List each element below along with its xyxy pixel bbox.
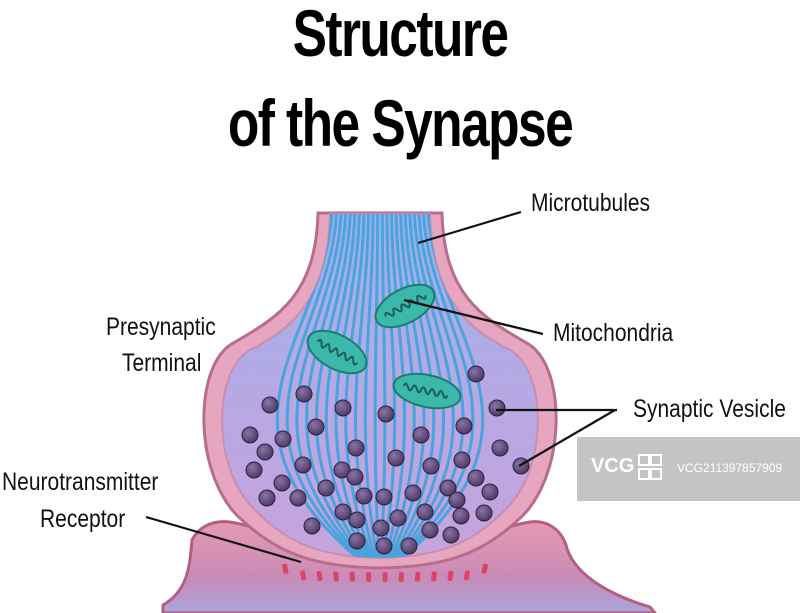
mitochondrion xyxy=(374,283,436,329)
synaptic-vesicle xyxy=(347,439,365,457)
synaptic-vesicle xyxy=(377,405,395,423)
synaptic-vesicle xyxy=(375,537,393,555)
watermark-id: VCG211397857909 xyxy=(677,461,783,475)
synaptic-vesicle xyxy=(348,511,366,529)
synaptic-vesicle xyxy=(346,468,364,486)
label-receptor-2: Receptor xyxy=(40,505,126,533)
microtubule xyxy=(381,214,397,558)
synaptic-vesicle xyxy=(245,461,263,479)
receptor xyxy=(447,570,454,581)
leader-receptor xyxy=(145,515,302,564)
mitochondrion xyxy=(306,329,368,375)
microtubule xyxy=(314,214,369,558)
receptor xyxy=(431,571,437,582)
synaptic-vesicles xyxy=(241,365,530,555)
presynaptic-terminal xyxy=(202,211,558,570)
synaptic-vesicle xyxy=(452,507,470,525)
synaptic-vesicle xyxy=(467,469,485,487)
receptor xyxy=(333,571,339,582)
receptor xyxy=(382,572,388,582)
leader-vesicle-2 xyxy=(518,409,616,467)
receptor xyxy=(481,563,488,574)
synaptic-vesicle xyxy=(372,519,390,537)
microtubule xyxy=(344,214,375,558)
leader-mitochondria xyxy=(403,298,544,336)
synaptic-vesicle xyxy=(348,532,366,550)
receptor xyxy=(349,571,356,582)
synaptic-vesicle xyxy=(294,456,312,474)
synaptic-vesicle xyxy=(422,457,440,475)
synaptic-vesicle xyxy=(307,418,325,436)
label-receptor-1: Neurotransmitter xyxy=(2,468,159,496)
synaptic-vesicle xyxy=(467,365,485,383)
microtubule xyxy=(295,214,365,558)
leader-lines xyxy=(145,210,617,564)
synaptic-vesicle xyxy=(295,385,313,403)
label-synaptic-vesicle: Synaptic Vesicle xyxy=(633,395,786,423)
receptor xyxy=(398,571,404,582)
synaptic-vesicle xyxy=(439,479,457,497)
synaptic-vesicle xyxy=(389,509,407,527)
synaptic-vesicle xyxy=(455,417,473,435)
label-microtubules: Microtubules xyxy=(531,189,651,217)
synaptic-vesicle xyxy=(273,474,291,492)
synaptic-vesicle xyxy=(317,479,335,497)
neurotransmitter-receptors xyxy=(282,563,488,582)
synaptic-vesicle xyxy=(274,430,292,448)
title-line-1: Structure xyxy=(292,0,509,70)
synaptic-vesicle xyxy=(416,503,434,521)
microtubule xyxy=(363,214,379,558)
synaptic-vesicle xyxy=(491,439,509,457)
synaptic-vesicle xyxy=(421,521,439,539)
synaptic-vesicle xyxy=(400,537,418,555)
microtubule xyxy=(285,214,363,558)
microtubule xyxy=(395,214,465,558)
watermark-logo: VCG xyxy=(591,455,635,477)
microtubule xyxy=(379,214,387,558)
watermark-mark-icon xyxy=(638,454,662,480)
microtubule xyxy=(305,214,367,558)
title-line-2: of the Synapse xyxy=(227,86,574,160)
synaptic-vesicle xyxy=(256,443,274,461)
synaptic-vesicle xyxy=(412,426,430,444)
synaptic-vesicle xyxy=(303,517,321,535)
synaptic-vesicle xyxy=(488,399,506,417)
synaptic-vesicle xyxy=(453,451,471,469)
receptor xyxy=(366,571,372,582)
label-mitochondria: Mitochondria xyxy=(553,319,674,347)
synaptic-vesicle xyxy=(289,489,307,507)
receptor xyxy=(282,563,289,574)
synaptic-vesicle xyxy=(258,489,276,507)
synaptic-vesicle xyxy=(375,488,393,506)
watermark: VCG VCG211397857909 xyxy=(577,437,800,501)
microtubule xyxy=(393,214,455,558)
receptor xyxy=(300,570,307,581)
receptor xyxy=(414,571,421,582)
synaptic-vesicle xyxy=(448,491,466,509)
mitochondrion xyxy=(392,372,462,410)
label-presynaptic-1: Presynaptic xyxy=(106,313,216,341)
leader-microtubules xyxy=(417,210,522,245)
receptor xyxy=(316,570,323,581)
synaptic-vesicle xyxy=(475,504,493,522)
synaptic-vesicle xyxy=(387,449,405,467)
synaptic-vesicle xyxy=(261,396,279,414)
microtubule xyxy=(354,214,377,558)
microtubule xyxy=(373,214,381,558)
synaptic-vesicle xyxy=(355,487,373,505)
synaptic-vesicle xyxy=(241,426,259,444)
synaptic-vesicle xyxy=(481,483,499,501)
synaptic-vesicle xyxy=(442,526,460,544)
synaptic-vesicle xyxy=(333,461,351,479)
microtubule xyxy=(397,214,475,558)
receptor xyxy=(463,570,470,581)
synaptic-vesicle xyxy=(404,484,422,502)
label-presynaptic-2: Terminal xyxy=(122,349,202,377)
synaptic-vesicle xyxy=(334,503,352,521)
synaptic-vesicle xyxy=(334,399,352,417)
